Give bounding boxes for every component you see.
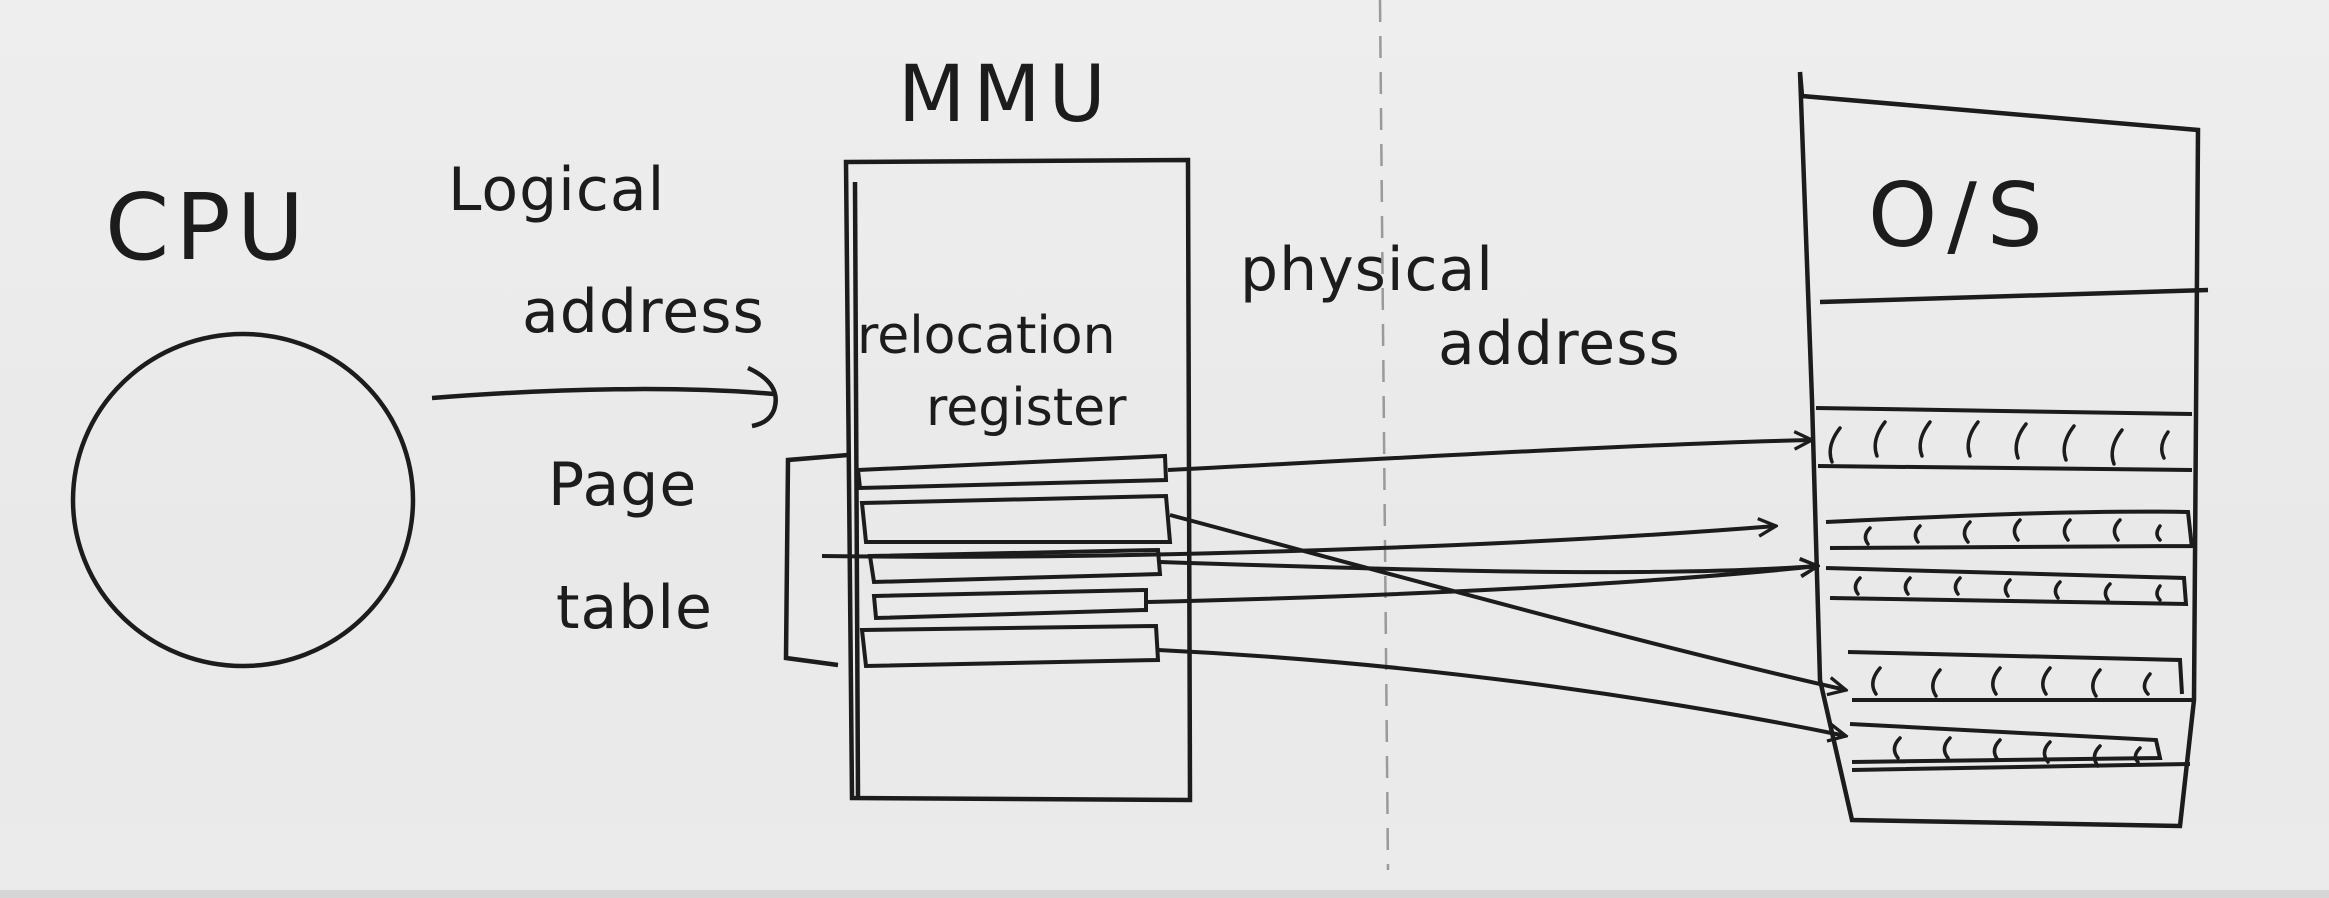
mapping-arrows (821, 440, 1846, 736)
mapping-arrow (1147, 566, 1818, 604)
mapping-arrow (1169, 513, 1846, 690)
logical-address-label-line2: address (522, 277, 765, 347)
mmu-box (843, 157, 1193, 803)
memory-frames (1815, 406, 2196, 772)
memory-frame (1825, 509, 2194, 550)
mapping-arrow (1157, 648, 1846, 736)
os-label: O/S (1868, 164, 2053, 267)
page-table-entry (859, 623, 1161, 669)
logical-address-label-line1: Logical (448, 155, 666, 225)
os-divider-line (1819, 287, 2209, 305)
page-table-entry (855, 453, 1169, 491)
page-table-bracket (783, 452, 849, 668)
memory-frame (1815, 406, 2193, 472)
frame-hatching (1828, 420, 2170, 768)
cpu-circle (70, 331, 416, 669)
mmu-label: MMU (898, 50, 1114, 140)
memory-frame (1849, 722, 2191, 772)
physical-address-label-line2: address (1438, 309, 1681, 379)
memory-frame (1825, 566, 2189, 607)
relocation-register-label-line2: register (926, 378, 1127, 438)
page-table-entry (867, 547, 1163, 585)
cpu-label: CPU (105, 174, 311, 281)
memory-column (1797, 71, 2201, 829)
page-table-label-line2: table (556, 573, 713, 643)
page-table-entry (871, 587, 1148, 621)
page-table-entry (859, 493, 1173, 544)
paper-edge (0, 890, 2329, 898)
relocation-register-label-line1: relocation (857, 306, 1116, 366)
page-table-entries (855, 453, 1173, 669)
physical-address-label-line1: physical (1240, 235, 1494, 305)
page-table-label-line1: Page (548, 450, 698, 520)
logical-arrow-head (747, 365, 778, 429)
divider-line (1378, 0, 1390, 871)
mapping-arrow (1167, 440, 1812, 472)
mapping-arrow (1159, 562, 1818, 572)
memory-frame (1847, 650, 2196, 702)
logical-address-arrow (431, 386, 775, 401)
